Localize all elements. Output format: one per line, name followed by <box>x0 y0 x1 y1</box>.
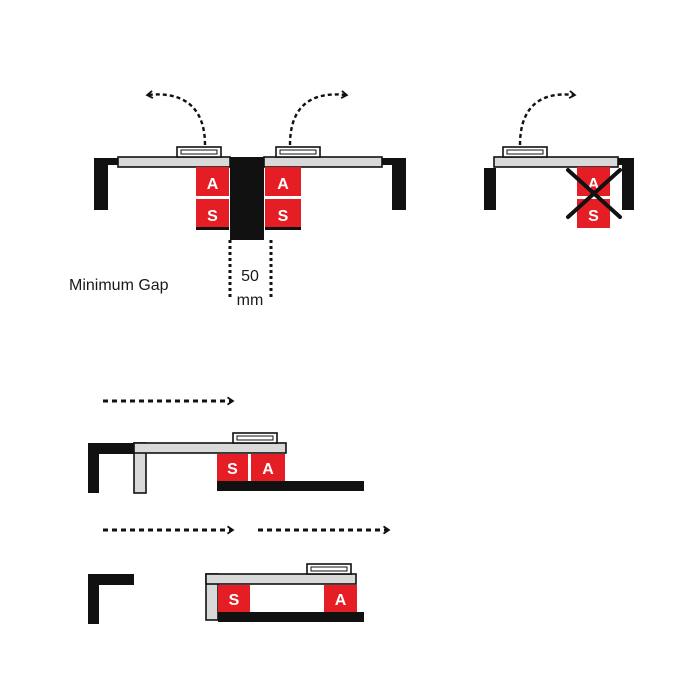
open-door-panel <box>205 573 357 585</box>
magnet-s-label: S <box>278 208 289 225</box>
single-door-swing-arrow <box>518 90 577 146</box>
open-magnet-s: S <box>218 585 250 612</box>
left-door-panel <box>117 156 231 168</box>
magnet-a-label: A <box>335 592 347 609</box>
single-door-panel <box>493 156 619 168</box>
sliding-door-handle <box>232 432 278 444</box>
sliding-magnet-pair: S A <box>217 454 285 481</box>
central-post <box>230 157 264 240</box>
sliding-door-open-group: S A <box>88 525 391 624</box>
magnet-a-label: A <box>262 461 274 478</box>
single-left-wall <box>484 168 496 210</box>
sliding-door-closed-group: S A <box>88 396 364 494</box>
open-magnet-a: A <box>324 585 357 612</box>
open-door-frame <box>88 574 134 624</box>
gap-value: 50 <box>241 268 259 285</box>
magnet-s-label: S <box>229 592 240 609</box>
magnet-s-label: S <box>588 208 599 225</box>
min-gap-label: Minimum Gap <box>69 277 169 294</box>
right-door-swing-arrow <box>288 90 349 146</box>
gap-unit: mm <box>237 292 264 309</box>
gap-dimension-box <box>228 240 273 300</box>
single-door-handle <box>502 146 548 158</box>
sliding-door-panel <box>133 442 287 454</box>
left-door-swing-arrow <box>145 90 207 146</box>
open-sliding-track <box>218 612 364 622</box>
right-wall <box>380 158 406 210</box>
magnet-s-label: S <box>207 208 218 225</box>
magnet-a-label: A <box>277 176 289 193</box>
single-right-wall <box>612 158 634 210</box>
right-door-handle <box>275 146 321 158</box>
right-magnet-stack: A S <box>265 167 301 230</box>
left-door-handle <box>176 146 222 158</box>
invalid-cross-icon <box>566 168 622 219</box>
single-magnet-stack: A S <box>577 167 610 228</box>
door-frame <box>88 443 134 493</box>
magnet-s-label: S <box>227 461 238 478</box>
double-door-group: A S A S 50 mm Minimum Gap <box>69 90 406 309</box>
single-door-invalid-group: A S <box>484 90 634 228</box>
magnet-a-label: A <box>207 176 219 193</box>
right-door-panel <box>263 156 383 168</box>
left-wall <box>94 158 120 210</box>
left-magnet-stack: A S <box>196 167 229 230</box>
sliding-track <box>217 481 364 491</box>
open-door-handle <box>306 563 352 575</box>
